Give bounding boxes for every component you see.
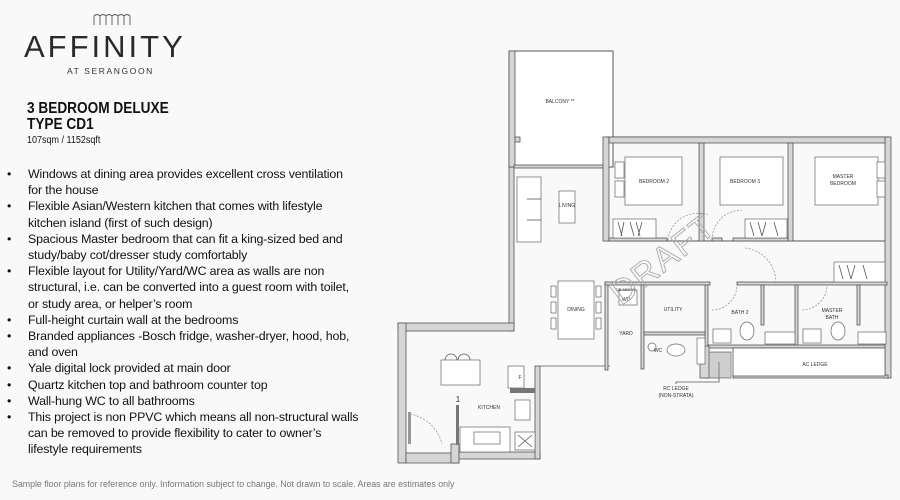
feature-text-line: lifestyle requirements: [28, 442, 142, 457]
logo-arches-icon: [93, 14, 131, 25]
label-db: DB ABOVE: [616, 287, 637, 292]
bullet-icon: •: [7, 264, 12, 279]
feature-item: • Branded appliances -Bosch fridge, washe…: [0, 328, 380, 360]
unit-type-name: 3 BEDROOM DELUXE: [27, 100, 169, 117]
bullet-icon: •: [7, 329, 12, 344]
feature-text-line: kitchen island (first of such design): [28, 215, 213, 230]
feature-item: • Windows at dining area provides excelle…: [0, 166, 380, 198]
feature-text-line: can be removed to provide flexibility to…: [28, 426, 322, 441]
label-master-bedroom-line1: MASTER: [833, 174, 854, 180]
unit-title: 3 BEDROOM DELUXE TYPE CD1: [27, 101, 169, 133]
label-bedroom-2: BEDROOM 2: [639, 179, 669, 185]
rc-ledge-pointer: [675, 362, 720, 384]
bullet-icon: •: [7, 410, 12, 425]
floor-plan-furniture: [408, 156, 887, 453]
brand-logo-subtitle: AT SERANGOON: [67, 66, 154, 76]
feature-text-line: Quartz kitchen top and bathroom counter …: [28, 377, 268, 392]
feature-text-line: Windows at dining area provides excellen…: [28, 167, 343, 181]
feature-text-line: This project is non PPVC which means all…: [28, 410, 359, 425]
feature-item: • Quartz kitchen top and bathroom counter…: [0, 377, 380, 393]
feature-text-line: Yale digital lock provided at main door: [28, 361, 231, 376]
feature-text-line: structural, i.e. can be converted into a…: [28, 280, 349, 295]
label-yard: YARD: [619, 331, 633, 337]
feature-text-line: and oven: [28, 345, 78, 360]
bullet-icon: •: [7, 199, 12, 214]
unit-area: 107sqm / 1152sqft: [27, 135, 101, 146]
unit-type-code: TYPE CD1: [27, 116, 94, 133]
floor-plan-walls: [397, 50, 892, 464]
feature-text-line: Wall-hung WC to all bathrooms: [28, 393, 195, 408]
label-balcony: BALCONY **: [545, 99, 574, 105]
label-bedroom-3: BEDROOM 3: [730, 179, 760, 185]
label-wd: WD: [622, 297, 631, 303]
feature-item: • This project is non PPVC which means al…: [0, 409, 380, 458]
label-master-bath-line2: BATH: [826, 315, 839, 321]
label-rc-ledge-line1: RC LEDGE: [663, 386, 689, 392]
bullet-icon: •: [7, 167, 12, 181]
bullet-icon: •: [7, 393, 12, 408]
label-bath-2: BATH 2: [731, 310, 748, 316]
feature-list: • Windows at dining area provides excelle…: [0, 166, 380, 458]
feature-text-line: or study area, or helper’s room: [28, 296, 193, 311]
label-ac-ledge: AC LEDGE: [802, 362, 828, 368]
feature-text-line: Flexible layout for Utility/Yard/WC area…: [28, 264, 325, 279]
label-master-bath-line1: MASTER: [822, 308, 843, 314]
feature-item: • Yale digital lock provided at main door: [0, 360, 380, 376]
label-dining: DINING: [567, 307, 585, 313]
label-kitchen: KITCHEN: [478, 405, 500, 411]
label-wc: WC: [654, 348, 663, 354]
bullet-icon: •: [7, 361, 12, 376]
brand-logo-name: AFFINITY: [24, 29, 186, 64]
bullet-icon: •: [7, 231, 12, 246]
label-utility: UTILITY: [664, 307, 683, 313]
feature-item: • Spacious Master bedroom that can fit a …: [0, 231, 380, 263]
feature-item: • Flexible layout for Utility/Yard/WC are…: [0, 263, 380, 312]
feature-text-line: Branded appliances -Bosch fridge, washer…: [28, 329, 350, 344]
label-entry-marker: 1: [456, 395, 461, 404]
feature-text-line: for the house: [28, 183, 99, 198]
bullet-icon: •: [7, 377, 12, 392]
feature-text-line: Spacious Master bedroom that can fit a k…: [28, 231, 343, 246]
feature-text-line: Full-height curtain wall at the bedrooms: [28, 312, 239, 327]
label-fridge: F: [518, 375, 521, 381]
label-master-bedroom-line2: BEDROOM: [830, 181, 856, 187]
feature-item: • Full-height curtain wall at the bedroom…: [0, 312, 380, 328]
feature-item: • Flexible Asian/Western kitchen that com…: [0, 198, 380, 230]
feature-text-line: study/baby cot/dresser study comfortably: [28, 248, 248, 263]
feature-item: • Wall-hung WC to all bathrooms: [0, 393, 380, 409]
label-living: LIVING: [559, 203, 576, 209]
label-rc-ledge-line2: (NON-STRATA): [658, 393, 693, 399]
feature-text-line: Flexible Asian/Western kitchen that come…: [28, 199, 323, 214]
bullet-icon: •: [7, 312, 12, 327]
disclaimer-footer: Sample floor plans for reference only. I…: [12, 479, 455, 489]
